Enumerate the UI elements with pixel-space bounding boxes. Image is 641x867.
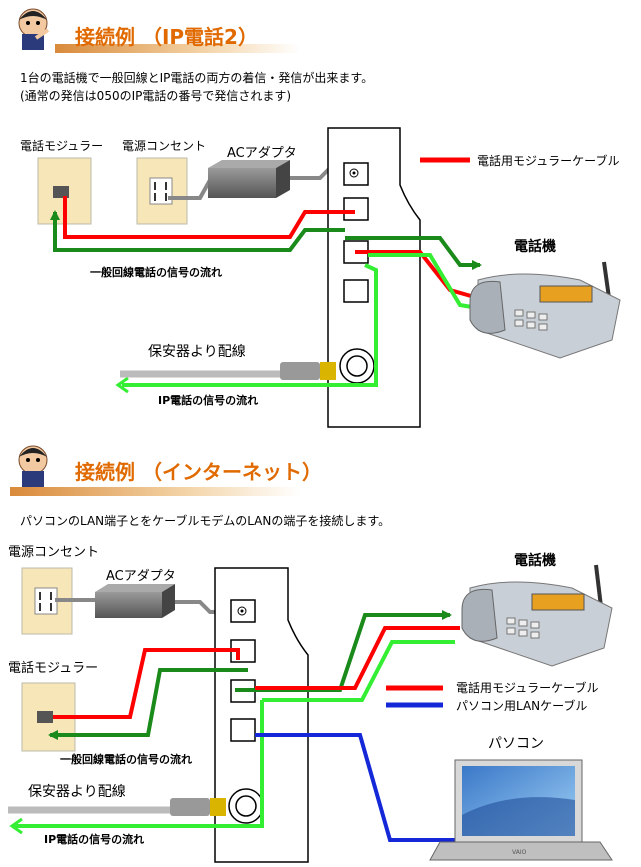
pc-brand: VAIO [512, 849, 527, 856]
title-underline [10, 487, 300, 496]
power-outlet-icon [136, 157, 188, 225]
label-phone: 電話機 [514, 552, 556, 569]
label-outlet: 電源コンセント [122, 139, 206, 153]
laptop-icon: VAIO [429, 759, 613, 861]
legend-red-text: 電話用モジュラーケーブル [477, 153, 619, 168]
section2-title: 接続例 （インターネット） [75, 460, 322, 484]
mascot-icon [18, 445, 48, 487]
label-modular: 電話モジュラー [8, 660, 98, 676]
title-underline [55, 44, 300, 53]
flow-general-label: 一般回線電話の信号の流れ [90, 265, 222, 279]
telephone-icon [469, 261, 621, 359]
label-modular: 電話モジュラー [20, 138, 103, 153]
label-adapter: ACアダプタ [227, 146, 297, 161]
flow-ip-label: IP電話の信号の流れ [44, 832, 144, 846]
section1-desc-line2: (通常の発信は050のIP電話の番号で発信されます) [20, 88, 291, 103]
section2-desc-line1: パソコンのLAN端子とをケーブルモデムのLANの端子を接続します。 [20, 513, 390, 528]
mascot-icon [18, 8, 50, 50]
legend-blue-text: パソコン用LANケーブル [456, 698, 587, 713]
flow-general-label: 一般回線電話の信号の流れ [60, 752, 192, 766]
telephone-icon [461, 564, 613, 667]
flow-ip-label: IP電話の信号の流れ [158, 393, 258, 407]
label-security: 保安器より配線 [28, 784, 126, 800]
legend-red-text: 電話用モジュラーケーブル [456, 680, 598, 695]
ac-adapter-icon [168, 160, 352, 200]
section1-title: 接続例 （IP電話2） [75, 25, 258, 49]
cables-section2 [8, 610, 460, 842]
label-phone: 電話機 [514, 238, 556, 255]
ac-adapter-icon [55, 584, 235, 618]
label-security: 保安器より配線 [148, 344, 246, 360]
cables-section1 [50, 196, 482, 394]
label-outlet: 電源コンセント [8, 545, 99, 560]
section1-desc-line1: 1台の電話機で一般回線とIP電話の両方の着信・発信が出来ます。 [20, 70, 373, 85]
label-adapter: ACアダプタ [106, 569, 176, 584]
label-pc: パソコン [488, 736, 544, 752]
